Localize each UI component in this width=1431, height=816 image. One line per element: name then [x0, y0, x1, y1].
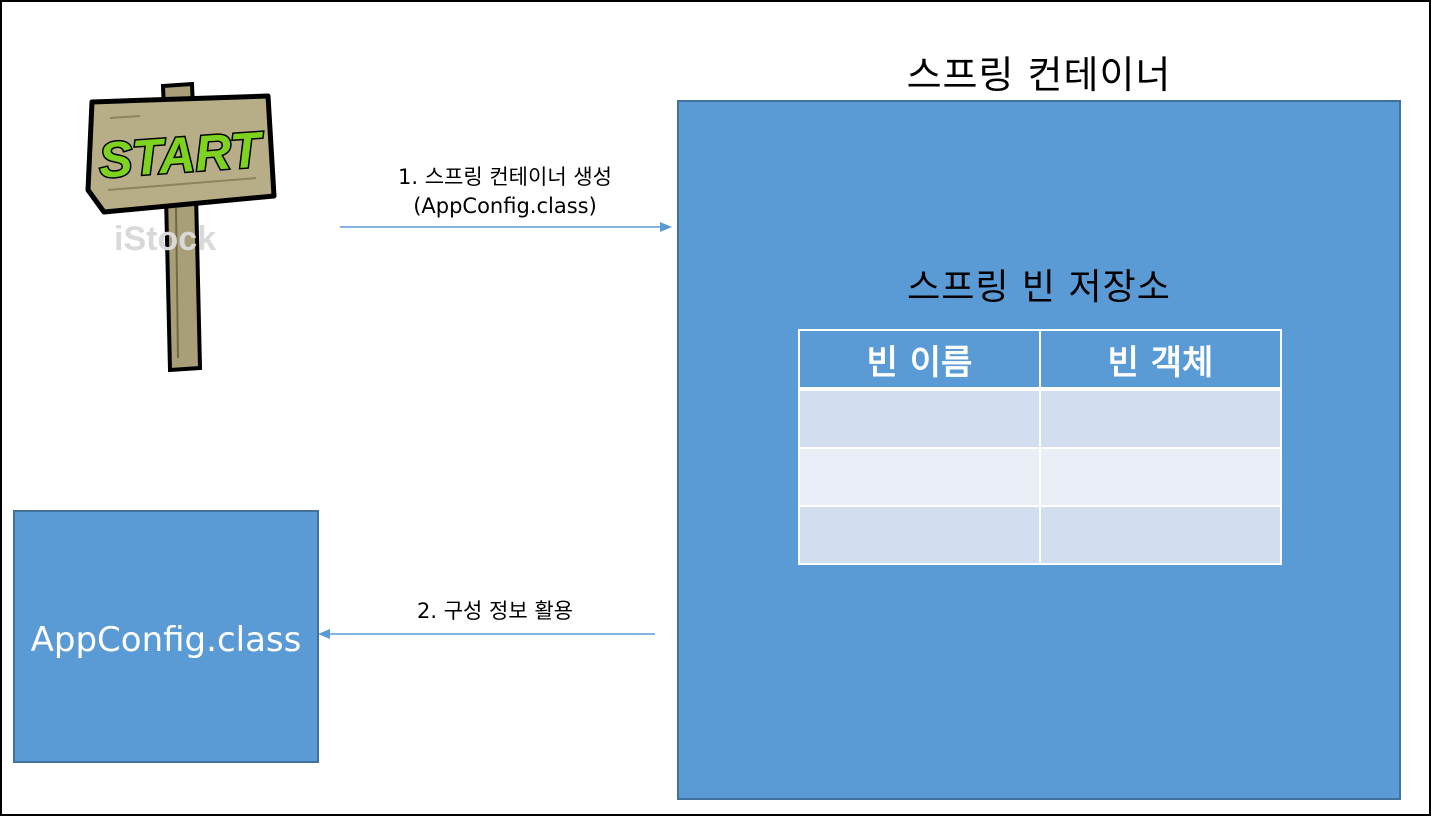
bean-name-header: 빈 이름 — [798, 329, 1041, 391]
spring-container-box: 스프링 빈 저장소 빈 이름 빈 객체 — [677, 100, 1401, 800]
use-config-label: 2. 구성 정보 활용 — [417, 599, 573, 623]
bean-object-cell — [1039, 388, 1282, 449]
arrow-left-icon — [318, 629, 655, 639]
appconfig-label: AppConfig.class — [30, 619, 302, 660]
bean-object-cell — [1039, 447, 1282, 507]
table-row — [798, 505, 1282, 565]
spring-container-title: 스프링 컨테이너 — [906, 53, 1172, 97]
bean-repository-title: 스프링 빈 저장소 — [907, 267, 1171, 308]
watermark-text: iStock — [114, 220, 216, 258]
table-row — [798, 447, 1282, 507]
bean-table: 빈 이름 빈 객체 — [798, 329, 1282, 565]
bean-table-header-row: 빈 이름 빈 객체 — [798, 329, 1282, 391]
arrow-right-icon — [340, 222, 672, 232]
create-container-line1: 1. 스프링 컨테이너 생성 — [398, 165, 612, 189]
bean-name-cell — [798, 447, 1041, 507]
create-container-label: 1. 스프링 컨테이너 생성 (AppConfig.class) — [355, 163, 655, 221]
appconfig-box: AppConfig.class — [13, 510, 319, 763]
start-sign-text: START — [97, 121, 267, 188]
table-row — [798, 388, 1282, 449]
bean-object-header: 빈 객체 — [1039, 329, 1282, 391]
start-signpost-icon: iStock START — [85, 81, 277, 373]
bean-name-cell — [798, 505, 1041, 565]
bean-name-cell — [798, 388, 1041, 449]
bean-object-cell — [1039, 505, 1282, 565]
create-container-line2: (AppConfig.class) — [413, 194, 597, 218]
